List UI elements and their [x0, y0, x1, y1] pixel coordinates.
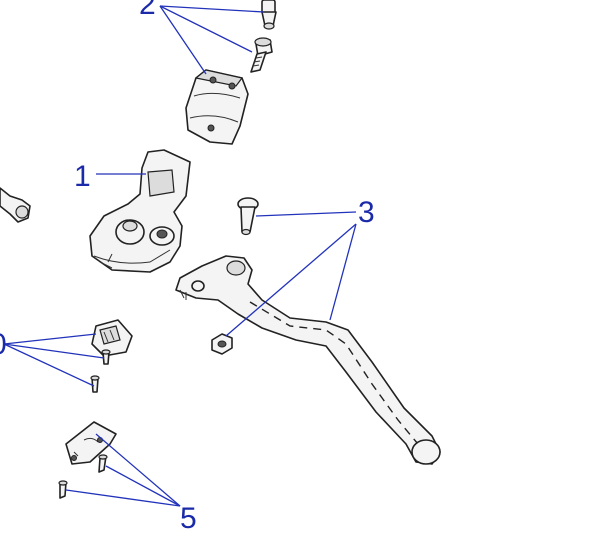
- callout-2: 2: [139, 0, 156, 21]
- leader-3-to-bolt: [255, 211, 357, 217]
- clamp-bolt-lower: [250, 37, 273, 73]
- leader-lines: [3, 5, 357, 507]
- leader-3-to-nut: [225, 223, 357, 337]
- pivot-bolt: [237, 197, 259, 236]
- callout-3: 3: [358, 196, 375, 229]
- cover-screw-1: [98, 454, 108, 473]
- switch-screw-2: [90, 375, 100, 393]
- leader-4-to-switch: [3, 333, 97, 345]
- handlebar-clamp: [185, 69, 249, 145]
- leader-5-to-screw-2: [65, 489, 181, 507]
- clutch-lever: [175, 255, 441, 465]
- leader-5-to-screw-1: [105, 465, 181, 507]
- lever-switch: [91, 319, 133, 357]
- leader-3-to-lever: [329, 223, 357, 321]
- callout-5: 5: [180, 502, 197, 535]
- leader-5-to-plate: [95, 433, 181, 507]
- partial-part-left: [0, 187, 31, 223]
- pivot-nut: [211, 333, 233, 355]
- leader-2-to-clamp: [159, 5, 207, 75]
- switch-screw-1: [101, 349, 111, 365]
- leader-2-to-bolt-lower: [159, 5, 253, 53]
- leader-2-to-bolt-upper: [159, 5, 265, 13]
- leader-4-to-screw-1: [3, 343, 105, 359]
- cover-plate: [65, 421, 117, 465]
- leader-4-to-screw-2: [3, 343, 95, 387]
- callout-4: 0: [0, 328, 7, 361]
- clamp-bolt-upper: [261, 0, 277, 30]
- cover-screw-2: [58, 480, 68, 499]
- lever-housing: [89, 149, 191, 273]
- callout-1: 1: [74, 160, 91, 193]
